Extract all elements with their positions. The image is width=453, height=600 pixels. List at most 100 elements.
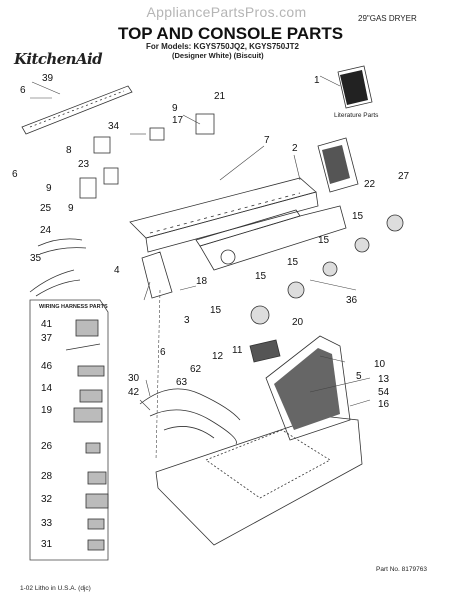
end-cap-shape bbox=[317, 137, 359, 193]
callout-54: 54 bbox=[378, 387, 390, 398]
component-shape bbox=[79, 177, 97, 199]
knob-shape bbox=[354, 237, 370, 253]
connector-shape bbox=[87, 539, 105, 551]
callout-15b: 15 bbox=[318, 235, 330, 246]
knob-shape bbox=[386, 214, 404, 232]
top-panel-opening bbox=[205, 429, 331, 499]
callout-10: 10 bbox=[374, 359, 386, 370]
callout-26: 26 bbox=[41, 441, 53, 452]
connector-shape bbox=[73, 407, 103, 423]
callout-15c: 15 bbox=[287, 257, 299, 268]
callout-63: 63 bbox=[176, 377, 188, 388]
callout-19: 19 bbox=[41, 405, 53, 416]
timer-shape bbox=[195, 113, 215, 135]
callout-6: 6 bbox=[20, 85, 26, 96]
rear-bracket-shape bbox=[21, 85, 133, 135]
watermark: AppliancePartsPros.com bbox=[146, 4, 307, 20]
callout-25: 25 bbox=[40, 203, 52, 214]
component-shape bbox=[103, 167, 119, 185]
harness-24-shape bbox=[37, 238, 87, 255]
main-harness-shape bbox=[139, 388, 241, 445]
knob-shape bbox=[322, 261, 338, 277]
callout-35: 35 bbox=[30, 253, 42, 264]
callout-15e: 15 bbox=[210, 305, 222, 316]
callout-32: 32 bbox=[41, 494, 53, 505]
lint-screen-shape bbox=[249, 339, 281, 363]
leader-lines bbox=[30, 75, 371, 461]
callout-3: 3 bbox=[184, 315, 190, 326]
callout-9c: 9 bbox=[68, 203, 74, 214]
console-top-shape bbox=[129, 177, 317, 239]
connector-shape bbox=[87, 518, 105, 530]
connector-shape bbox=[87, 471, 107, 485]
part-number: Part No. 8179763 bbox=[376, 566, 427, 573]
connector-shape bbox=[65, 343, 101, 351]
connector-shape bbox=[85, 442, 101, 454]
callout-62: 62 bbox=[190, 364, 202, 375]
callout-6c: 6 bbox=[160, 347, 166, 358]
console-holes bbox=[149, 192, 301, 234]
callout-2: 2 bbox=[292, 143, 298, 154]
callout-18: 18 bbox=[196, 276, 208, 287]
callout-15d: 15 bbox=[255, 271, 267, 282]
top-panel-shape bbox=[155, 415, 363, 546]
callout-27: 27 bbox=[398, 171, 410, 182]
harness-35-shape bbox=[29, 269, 81, 297]
callout-4: 4 bbox=[114, 265, 120, 276]
control-panel-top bbox=[195, 209, 301, 247]
callout-23: 23 bbox=[78, 159, 90, 170]
brand-logo: KitchenAid bbox=[14, 50, 103, 68]
lint-duct-fill bbox=[274, 348, 340, 430]
callout-20: 20 bbox=[292, 317, 304, 328]
knob-shape bbox=[220, 249, 236, 265]
callout-15: 15 bbox=[352, 211, 364, 222]
callout-34: 34 bbox=[108, 121, 120, 132]
connector-shape bbox=[75, 319, 99, 337]
callout-13: 13 bbox=[378, 374, 390, 385]
callout-6b: 6 bbox=[12, 169, 18, 180]
model-list: For Models: KGYS750JQ2, KGYS750JT2 bbox=[146, 42, 299, 51]
callout-36: 36 bbox=[346, 295, 358, 306]
callout-31: 31 bbox=[41, 539, 53, 550]
callout-21: 21 bbox=[214, 91, 226, 102]
connector-shape bbox=[85, 493, 109, 509]
callout-17: 17 bbox=[172, 115, 184, 126]
model-variants: (Designer White) (Biscuit) bbox=[172, 51, 264, 60]
lint-duct-shape bbox=[265, 335, 351, 441]
wiring-parts-box bbox=[29, 299, 109, 561]
callout-39: 39 bbox=[42, 73, 54, 84]
switch-shape bbox=[93, 136, 111, 154]
callout-42: 42 bbox=[128, 387, 140, 398]
callout-16: 16 bbox=[378, 399, 390, 410]
callout-41: 41 bbox=[41, 319, 53, 330]
callout-5: 5 bbox=[356, 371, 362, 382]
product-label: 29"GAS DRYER bbox=[358, 14, 417, 23]
bracket-holes bbox=[29, 90, 125, 128]
callout-9: 9 bbox=[172, 103, 178, 114]
wiring-harness-label: WIRING HARNESS PARTS bbox=[39, 304, 108, 310]
knob-shape bbox=[250, 305, 270, 325]
callout-46: 46 bbox=[41, 361, 53, 372]
connector-shape bbox=[77, 365, 105, 377]
console-front-shape bbox=[145, 191, 319, 253]
literature-shape bbox=[337, 65, 373, 109]
litho-note: 1-02 Litho in U.S.A. (djc) bbox=[20, 585, 91, 592]
end-cap-left-shape bbox=[141, 251, 173, 299]
knob-shape bbox=[287, 281, 305, 299]
switch-shape bbox=[149, 127, 165, 141]
connector-shape bbox=[79, 389, 103, 403]
callout-9b: 9 bbox=[46, 183, 52, 194]
callout-12: 12 bbox=[212, 351, 224, 362]
callout-37: 37 bbox=[41, 333, 53, 344]
callout-1: 1 bbox=[314, 75, 320, 86]
callout-24: 24 bbox=[40, 225, 52, 236]
end-cap-fill bbox=[322, 145, 350, 184]
callout-30: 30 bbox=[128, 373, 140, 384]
callout-8: 8 bbox=[66, 145, 72, 156]
callout-28: 28 bbox=[41, 471, 53, 482]
page-title: TOP AND CONSOLE PARTS bbox=[118, 24, 344, 43]
callout-33: 33 bbox=[41, 518, 53, 529]
callout-14: 14 bbox=[41, 383, 53, 394]
